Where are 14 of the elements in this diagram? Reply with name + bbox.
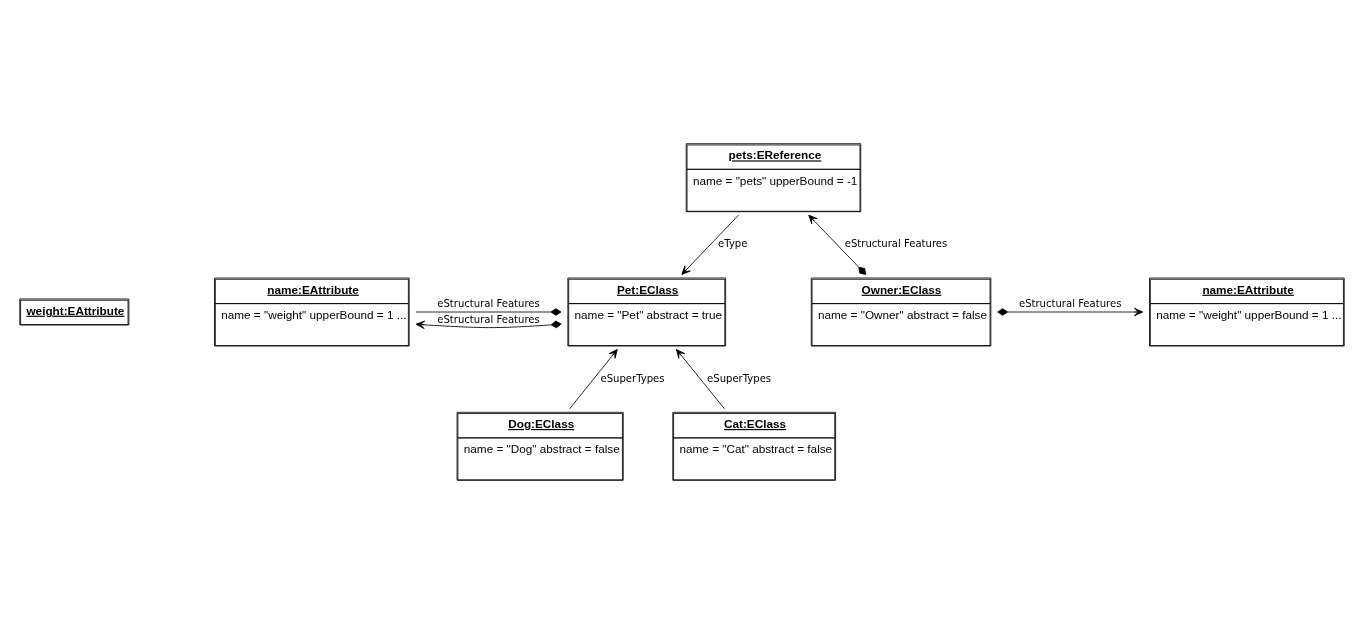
connector — [415, 307, 562, 316]
arrow — [415, 320, 562, 329]
arrow — [675, 348, 725, 409]
edge-label: eSuperTypes — [600, 372, 665, 384]
edge-label: eSuperTypes — [707, 372, 772, 384]
edge-label: eStructural Features — [844, 237, 948, 249]
edge-label: eStructural Features — [1018, 297, 1122, 309]
arrow — [808, 214, 867, 275]
edge-label: eStructural Features — [437, 313, 540, 325]
edge-label: eStructural Features — [437, 297, 540, 309]
edge-label: eType — [718, 237, 748, 249]
arrow — [569, 348, 618, 409]
arrow — [681, 214, 739, 275]
arrow — [997, 307, 1144, 316]
